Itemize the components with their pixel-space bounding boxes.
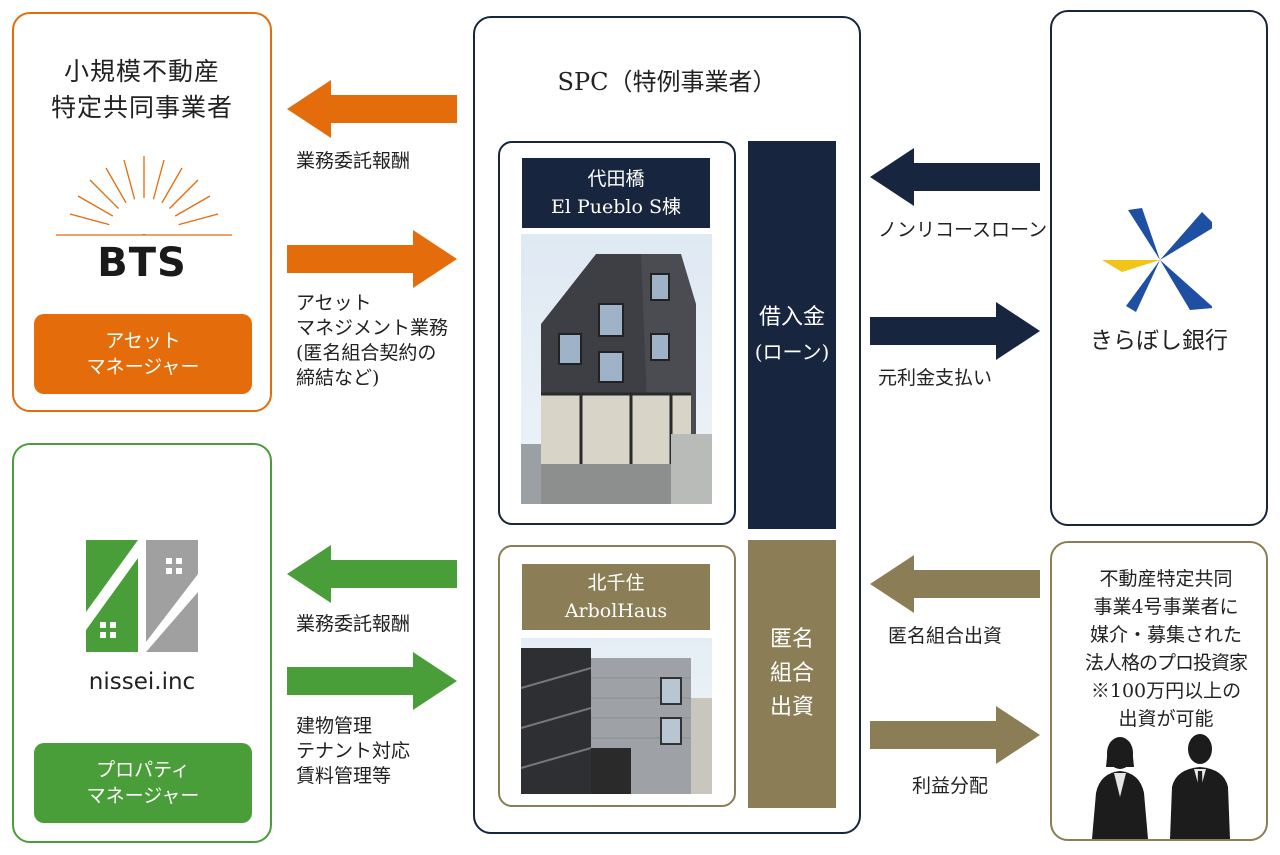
pm-service-label: 建物管理 テナント対応 賃料管理等 [296,714,410,789]
pm-service-line3: 賃料管理等 [296,765,392,787]
am-service-label: アセット マネジメント業務 (匿名組合契約の 締結など) [296,291,448,391]
pm-service-line1: 建物管理 [296,715,373,737]
am-service-line1: アセット [296,292,372,314]
am-fee-label: 業務委託報酬 [296,150,411,172]
arrow-am-service [287,230,457,288]
spc-title: SPC（特例事業者） [557,68,777,96]
pm-fee-label: 業務委託報酬 [296,613,411,635]
am-title-line2: 特定共同事業者 [50,93,233,122]
pm-service-line2: テナント対応 [296,740,411,762]
arrow-nonrecourse-loan [870,148,1040,206]
bank-box: きらぼし銀行 [1050,10,1268,526]
pm-role-line1: プロパティ [96,759,190,781]
property2-line1: 北千住 [587,572,645,594]
property1-photo [521,234,712,504]
loan-line2: (ローン) [754,340,830,364]
arrow-equity-investment [870,555,1040,613]
am-role-badge: アセット マネージャー [34,314,252,394]
pm-role-line2: マネージャー [86,785,200,807]
investor-line3: 媒介・募集された [1089,624,1242,646]
nissei-logo-text: nissei.inc [88,669,196,695]
property2-photo [521,638,712,794]
arrow-repayment [870,302,1040,360]
am-role-line1: アセット [105,330,181,352]
equity-line3: 出資 [769,695,814,720]
dividend-label: 利益分配 [912,775,989,797]
arrow-pm-fee [287,545,457,603]
pm-role-badge: プロパティ マネージャー [34,743,252,823]
investor-line1: 不動産特定共同 [1099,568,1233,590]
bank-name: きらぼし銀行 [1090,328,1228,354]
nissei-building-logo-icon [86,540,198,652]
arrow-am-fee [287,80,457,138]
bts-logo-text: BTS [97,240,187,286]
investor-line4: 法人格のプロ投資家 [1084,652,1248,674]
am-role-line2: マネージャー [86,356,200,378]
loan-bar: 借入金 (ローン) [748,141,836,529]
kiraboshi-star-logo-icon [1102,208,1212,312]
am-title: 小規模不動産 特定共同事業者 [14,54,270,126]
property1-line1: 代田橋 [587,168,645,190]
repayment-label: 元利金支払い [878,367,993,389]
investor-text: 不動産特定共同 事業4号事業者に 媒介・募集された 法人格のプロ投資家 ※100… [1066,565,1266,733]
investor-line2: 事業4号事業者に [1093,596,1239,618]
asset-manager-box: 小規模不動産 特定共同事業者 BTS アセット マネージャー [12,12,272,412]
investor-people-icon [1092,734,1230,839]
property1-line2: El Pueblo S棟 [551,196,681,218]
am-title-line1: 小規模不動産 [63,57,220,86]
investor-line6: 出資が可能 [1118,708,1214,730]
equity-line2: 組合 [769,661,814,686]
am-service-line2: マネジメント業務 [296,317,449,339]
equity-bar: 匿名 組合 出資 [748,540,836,808]
equity-line1: 匿名 [769,627,814,652]
arrow-dividend [870,706,1040,764]
investor-box: 不動産特定共同 事業4号事業者に 媒介・募集された 法人格のプロ投資家 ※100… [1050,541,1268,841]
property2-line2: ArbolHaus [564,600,668,622]
arrow-pm-service [287,652,457,710]
am-service-line3: (匿名組合契約の [296,342,437,364]
am-service-line4: 締結など) [296,367,380,389]
bts-sunburst-icon [56,156,232,236]
loan-line1: 借入金 [758,305,825,330]
property-manager-box: nissei.inc プロパティ マネージャー [12,443,272,843]
equity-investment-label: 匿名組合出資 [888,625,1003,647]
property1-name-plate: 代田橋 El Pueblo S棟 [522,158,710,228]
investor-line5: ※100万円以上の [1090,680,1242,702]
nonrecourse-loan-label: ノンリコースローン [878,219,1048,241]
property2-name-plate: 北千住 ArbolHaus [522,564,710,630]
